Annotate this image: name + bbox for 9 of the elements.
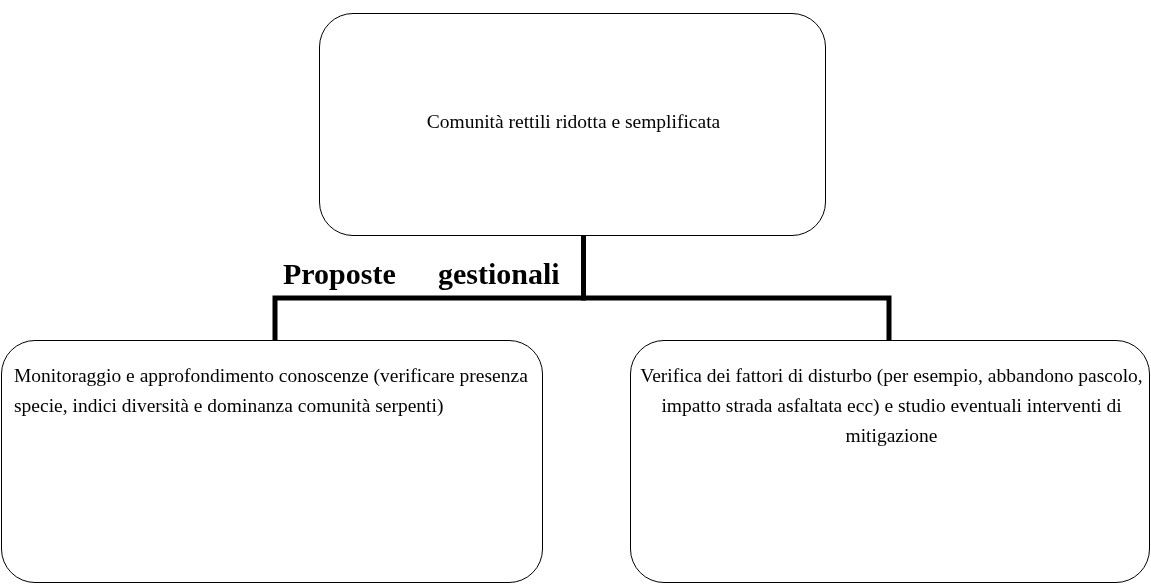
heading-text: gestionali — [438, 257, 560, 291]
rounded-box — [630, 340, 1150, 583]
box-text: Comunità rettili ridotta e semplificata — [425, 110, 722, 134]
rounded-box — [1, 340, 543, 583]
heading-text: Proposte — [283, 257, 396, 291]
box-text: Monitoraggio e approfondimento conoscenze (verificare presenza specie, indici diversità e dominanza comunità serpenti) — [14, 364, 529, 418]
rounded-box — [319, 13, 826, 236]
connector-line — [581, 236, 892, 340]
box-text: Verifica dei fattori di disturbo (per esempio, abbandono pascolo, impatto strada asfaltata ecc) e studio eventuali interventi di mitigazione — [639, 364, 1144, 448]
